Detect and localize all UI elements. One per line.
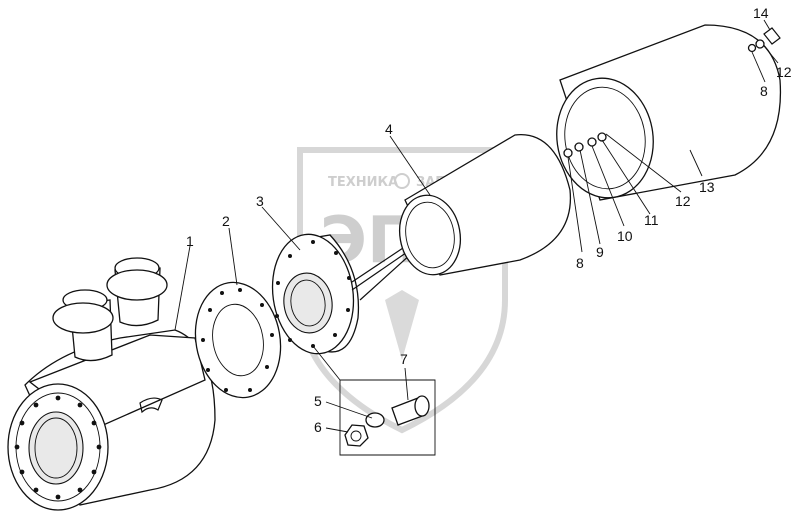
part-3-flange xyxy=(271,229,433,355)
callout-8-top: 8 xyxy=(760,83,768,99)
part-4-filter-element xyxy=(399,134,572,276)
leader-lines xyxy=(174,19,779,433)
callout-2: 2 xyxy=(222,213,230,229)
callout-9: 9 xyxy=(596,244,604,260)
callout-12: 12 xyxy=(675,193,691,209)
part-1-housing xyxy=(7,257,216,511)
callout-10: 10 xyxy=(617,228,633,244)
callout-5: 5 xyxy=(314,393,322,409)
callout-8: 8 xyxy=(576,255,584,271)
watermark-top-left: ТЕХНИКА xyxy=(328,175,398,190)
fastener-group xyxy=(312,142,584,456)
callout-13: 13 xyxy=(699,179,715,195)
callout-labels: 1 2 3 4 5 6 7 8 9 10 11 12 13 14 12 8 xyxy=(186,5,792,435)
part-2-gasket xyxy=(194,281,282,399)
callout-3: 3 xyxy=(256,193,264,209)
part-13-cover xyxy=(556,24,782,201)
callout-6: 6 xyxy=(314,419,322,435)
callout-1: 1 xyxy=(186,233,194,249)
callout-14: 14 xyxy=(753,5,769,21)
callout-7: 7 xyxy=(400,351,408,367)
callout-4: 4 xyxy=(385,121,393,137)
callout-12-top: 12 xyxy=(776,64,792,80)
callout-11: 11 xyxy=(644,212,659,228)
